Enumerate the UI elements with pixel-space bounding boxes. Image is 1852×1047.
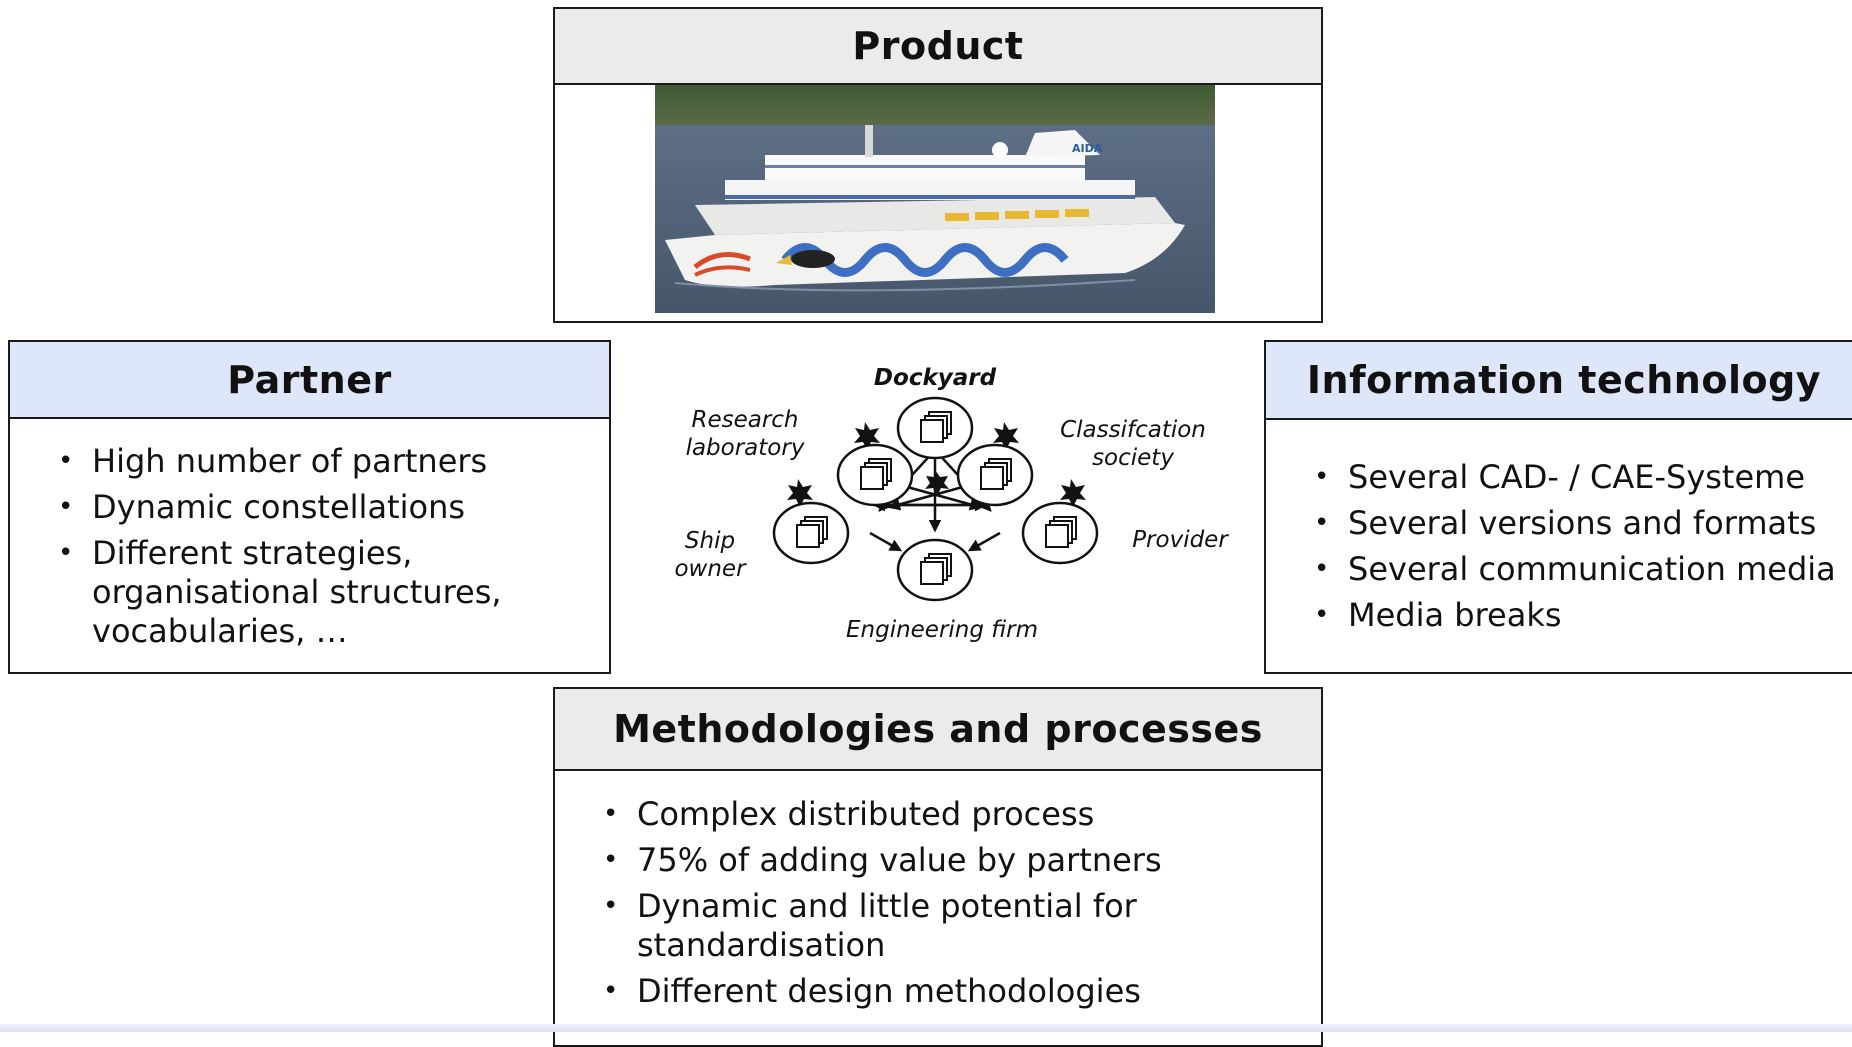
methods-list: Complex distributed process 75% of addin…: [597, 795, 1297, 1018]
it-item: Several CAD- / CAE-Systeme: [1308, 458, 1852, 497]
label-ship-line1: Ship: [685, 528, 735, 554]
partner-box: Partner High number of partners Dynamic …: [8, 340, 611, 674]
information-technology-box: Information technology Several CAD- / CA…: [1264, 340, 1852, 674]
methods-title: Methodologies and processes: [555, 689, 1321, 771]
partner-title: Partner: [10, 342, 609, 419]
partner-item: High number of partners: [52, 442, 592, 481]
methods-item: Dynamic and little potential for standar…: [597, 887, 1297, 965]
label-provider: Provider: [1132, 527, 1229, 553]
it-item: Media breaks: [1308, 596, 1852, 635]
partner-list: High number of partners Dynamic constell…: [52, 442, 592, 658]
bottom-edge: [0, 1024, 1852, 1032]
it-list: Several CAD- / CAE-Systeme Several versi…: [1308, 458, 1852, 642]
ship-logo: AIDA: [1072, 142, 1103, 155]
label-dockyard: Dockyard: [874, 365, 997, 391]
it-title: Information technology: [1266, 342, 1852, 420]
partner-item: Dynamic constellations: [52, 488, 592, 527]
node-ship-owner: [772, 501, 850, 565]
label-engineering-firm: Engineering firm: [846, 617, 1038, 643]
label-research-line2: laboratory: [686, 435, 805, 461]
partner-network-diagram: Dockyard Research laboratory Classifcati…: [674, 365, 1229, 643]
it-item: Several communication media: [1308, 550, 1852, 589]
methods-item: Different design methodologies: [597, 972, 1297, 1011]
partner-item: Different strategies, organisational str…: [52, 534, 592, 651]
node-classification-society: [956, 443, 1034, 507]
label-ship-line2: owner: [674, 556, 747, 582]
methodologies-box: Methodologies and processes Complex dist…: [553, 687, 1323, 1047]
label-research-line1: Research: [691, 407, 798, 433]
label-class-line2: society: [1092, 445, 1174, 471]
product-title: Product: [555, 9, 1321, 85]
label-class-line1: Classifcation: [1060, 417, 1206, 443]
node-dockyard: [896, 396, 974, 460]
cruise-ship-image: AIDA: [655, 85, 1215, 313]
product-box: Product AIDA: [553, 7, 1323, 323]
methods-item: Complex distributed process: [597, 795, 1297, 834]
node-engineering-firm: [896, 538, 974, 602]
svg-text:AIDA: AIDA: [1072, 142, 1103, 155]
node-provider: [1021, 501, 1099, 565]
methods-item: 75% of adding value by partners: [597, 841, 1297, 880]
node-research-laboratory: [836, 443, 914, 507]
it-item: Several versions and formats: [1308, 504, 1852, 543]
